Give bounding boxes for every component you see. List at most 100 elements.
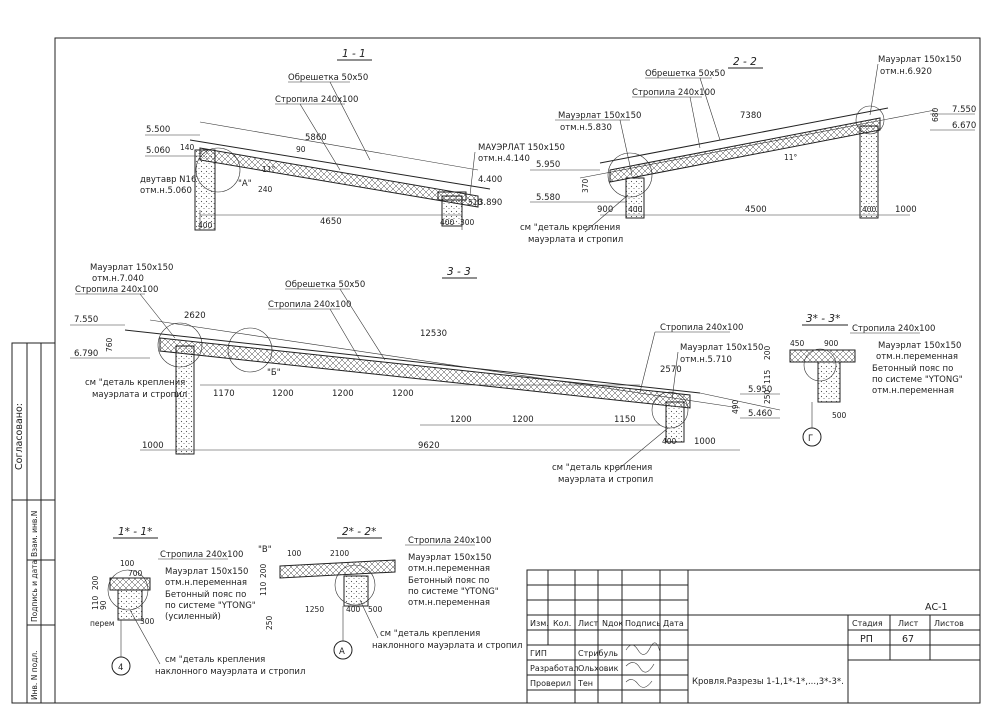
- s2s-node: "В": [258, 545, 272, 555]
- s22-label-stropila: Стропила 240x100: [632, 88, 715, 98]
- s3s-label-poyas-3: отм.н.переменная: [872, 386, 954, 396]
- tb-row-role-0: ГИП: [530, 649, 547, 658]
- s33-label-mauerlat-l-otm: отм.н.7.040: [92, 274, 144, 284]
- s11-label-obreshetka: Обрешетка 50x50: [288, 73, 368, 83]
- section-1s-title: 1* - 1*: [118, 526, 152, 538]
- title-block: АС-1 Изм. Кол. Лист Nдок Подпись Дата ГИ…: [526, 569, 981, 704]
- s22-dim-0: 7380: [740, 111, 762, 121]
- s2s-label-mauerlat-otm: отм.н.переменная: [408, 564, 490, 574]
- s33-dim-19: 1000: [694, 437, 716, 447]
- s33-dim-6: 1170: [213, 389, 235, 399]
- s1s-dim-3: 110: [91, 595, 100, 610]
- s1s-dim-5: 300: [140, 617, 155, 626]
- s11-dim-8: 510: [468, 198, 483, 207]
- s33-dim-15: 490: [731, 399, 740, 414]
- s33-note-l1: см "деталь крепления: [85, 378, 185, 388]
- s22-label-obreshetka: Обрешетка 50x50: [645, 69, 725, 79]
- s3s-dim-4: 250: [763, 389, 772, 404]
- s33-dim-1: 7.550: [74, 315, 98, 325]
- stamp-vzam-inv: Взам. инв.N: [30, 511, 39, 557]
- s2s-dim-6: 500: [368, 605, 383, 614]
- s22-dim-3: 680: [931, 107, 940, 122]
- stamp-podpis-data: Подпись и дата: [30, 560, 39, 622]
- tb-header-kol: Кол.: [553, 619, 571, 628]
- section-1-1: 1 - 1 Обрешетка 50x50 Стропила 240x100 М…: [140, 48, 565, 231]
- s11-node-a: "A": [238, 179, 252, 189]
- tb-drawing-name: Кровля.Разрезы 1-1,1*-1*,...,3*-3*.: [692, 677, 844, 687]
- s22-note-2: мауэрлата и стропил: [528, 235, 623, 245]
- s3s-dim-2: 200: [763, 345, 772, 360]
- stamp-inv-podl: Инв. N подл.: [30, 650, 39, 700]
- s33-dim-16: 1000: [142, 441, 164, 451]
- s33-dim-13: 5.950: [748, 385, 772, 395]
- tb-row-name-0: Стрибуль: [578, 649, 618, 658]
- section-2-2: 2 - 2 Обрешетка 50x50 Стропила 240x100 М…: [520, 55, 976, 245]
- s33-dim-3: 760: [105, 337, 114, 352]
- s1s-dim-1: 700: [128, 569, 143, 578]
- s3s-axis: Г: [808, 434, 813, 444]
- s1s-label-poyas-2: по системе "YTONG": [165, 601, 256, 611]
- s33-label-stropila-m: Стропила 240x100: [268, 300, 351, 310]
- s33-dim-14: 5.460: [748, 409, 772, 419]
- s2s-label-mauerlat: Мауэрлат 150x150: [408, 553, 491, 563]
- signature-scribble: [625, 642, 661, 688]
- tb-sheet-header: Лист: [898, 619, 919, 628]
- tb-header-list: Лист: [578, 619, 599, 628]
- s11-dim-2: 140: [180, 143, 195, 152]
- tb-stage-header: Стадия: [852, 619, 883, 628]
- s22-dim-1: 7.550: [952, 105, 976, 115]
- section-3s-3s: 3* - 3* Г Стропила 240x100 Мауэрлат 150x…: [763, 313, 963, 447]
- s3s-label-mauerlat: Мауэрлат 150x150: [878, 341, 961, 351]
- s1s-axis: 4: [118, 663, 123, 673]
- section-2s-title: 2* - 2*: [342, 526, 376, 538]
- s2s-dim-5: 400: [346, 605, 361, 614]
- s11-label-dvutavr: двутавр N16: [140, 175, 196, 185]
- s33-note-l2: мауэрлата и стропил: [92, 390, 187, 400]
- s33-label-mauerlat-r: Мауэрлат 150x150: [680, 343, 763, 353]
- section-3-3-title: 3 - 3: [447, 266, 471, 278]
- s33-dim-5: 2570: [660, 365, 682, 375]
- s33-label-obreshetka: Обрешетка 50x50: [285, 280, 365, 290]
- s11-dim-7: 3.890: [478, 198, 502, 208]
- s3s-dim-5: 500: [832, 411, 847, 420]
- tb-row-name-2: Тен: [577, 679, 593, 688]
- s33-dim-9: 1200: [392, 389, 414, 399]
- s33-dim-17: 9620: [418, 441, 440, 451]
- s3s-label-stropila: Стропила 240x100: [852, 324, 935, 334]
- section-1s-1s: 1* - 1* 4 Стропила 240x100 Мауэрлат 150x…: [90, 526, 305, 677]
- tb-row-role-2: Проверил: [530, 679, 571, 688]
- s22-label-mauerlat-r: Мауэрлат 150x150: [878, 55, 961, 65]
- s22-dim-4: 5.950: [536, 160, 560, 170]
- tb-header-data: Дата: [663, 619, 684, 628]
- tb-sheet-value: 67: [902, 634, 914, 645]
- s11-label-mauerlat-otm: отм.н.4.140: [478, 154, 530, 164]
- s22-label-mauerlat-l: Мауэрлат 150x150: [558, 111, 641, 121]
- s3s-label-mauerlat-otm: отм.н.переменная: [876, 352, 958, 362]
- s2s-dim-2: 200: [259, 563, 268, 578]
- s1s-label-mauerlat-otm: отм.н.переменная: [165, 578, 247, 588]
- s11-dim-6: 4.400: [478, 175, 502, 185]
- s11-dim-13: 11°: [262, 165, 276, 174]
- s3s-dim-3: 115: [763, 369, 772, 384]
- s11-label-dvutavr-otm: отм.н.5.060: [140, 186, 192, 196]
- s33-note-r2: мауэрлата и стропил: [558, 475, 653, 485]
- s33-label-mauerlat-l: Мауэрлат 150x150: [90, 263, 173, 273]
- tb-doc-code: АС-1: [925, 602, 948, 613]
- s2s-note-1: см "деталь крепления: [380, 629, 480, 639]
- tb-sheets-header: Листов: [934, 619, 964, 628]
- s22-dim-10: 400: [862, 205, 877, 214]
- s22-dim-5: 5.580: [536, 193, 560, 203]
- tb-row-role-1: Разработал: [530, 664, 578, 673]
- s33-dim-10: 1200: [450, 415, 472, 425]
- s2s-note-2: наклонного мауэрлата и стропил: [372, 641, 522, 651]
- s33-dim-11: 1200: [512, 415, 534, 425]
- s11-dim-0: 5.500: [146, 125, 170, 135]
- s1s-label-poyas-3: (усиленный): [165, 612, 221, 622]
- s11-dim-9: 4650: [320, 217, 342, 227]
- tb-header-ndok: Nдок: [602, 619, 623, 628]
- s22-label-mauerlat-l-otm: отм.н.5.830: [560, 123, 612, 133]
- s2s-dim-0: 100: [287, 549, 302, 558]
- s33-dim-0: 2620: [184, 311, 206, 321]
- left-stamp-frame: [11, 342, 56, 704]
